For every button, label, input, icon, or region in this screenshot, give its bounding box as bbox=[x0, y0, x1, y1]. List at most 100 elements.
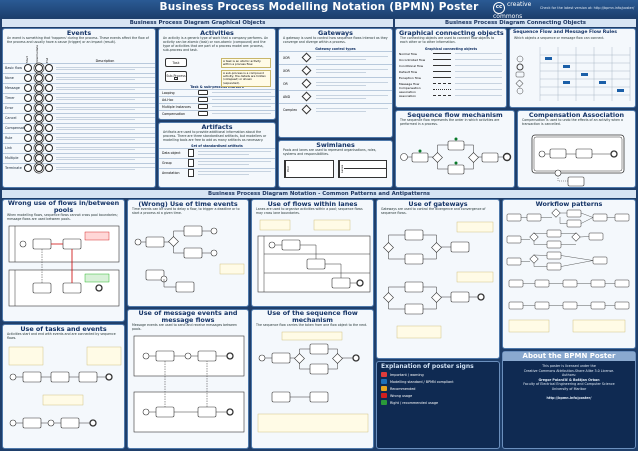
event-row: None bbox=[3, 72, 155, 83]
marker-label: Compensation bbox=[162, 111, 186, 116]
artifact-icon bbox=[188, 149, 194, 158]
pattern-gateways: Use of gateways Gateways are used to con… bbox=[376, 199, 500, 359]
wrong-pools-title: Wrong use of flows in/between pools bbox=[7, 199, 120, 214]
event-row: Timer bbox=[3, 92, 155, 103]
col-intermediate: Intermediate bbox=[35, 44, 39, 63]
about-line: This poster is licensed under the bbox=[542, 364, 596, 368]
compensation-title: Compensation Association bbox=[528, 111, 625, 119]
pattern-msg-events: Use of message events and message flows … bbox=[127, 309, 249, 449]
artifact-label: Group bbox=[162, 161, 172, 166]
header-bar bbox=[0, 0, 638, 18]
legend-item: Wrong usage bbox=[377, 392, 499, 399]
flow-rules-panel: Sequence Flow and Message Flow Rules Whi… bbox=[509, 28, 636, 108]
connecting-row: Uncontrolled flow bbox=[396, 57, 506, 63]
event-start-icon bbox=[24, 84, 33, 93]
event-end-icon bbox=[44, 114, 53, 123]
connecting-label: Compensation association bbox=[399, 85, 421, 94]
legend-panel: Explanation of poster signs Important / … bbox=[376, 361, 500, 449]
gateways-use-title: Use of gateways bbox=[408, 200, 468, 208]
event-row-name: Rule bbox=[5, 136, 13, 141]
event-end-icon bbox=[44, 134, 53, 143]
seq-use-desc: The sequence flow carries the token from… bbox=[256, 323, 368, 327]
event-end-icon bbox=[44, 154, 53, 163]
connector-line-icon bbox=[433, 59, 451, 61]
legend-item: Important / warning bbox=[377, 371, 499, 378]
subprocess-note: A sub-process is a compound activity; th… bbox=[221, 69, 271, 87]
event-row-name: Terminate bbox=[5, 166, 22, 171]
gateway-diamond-icon bbox=[301, 52, 312, 63]
about-link[interactable]: http://bpmn.info/poster/ bbox=[546, 395, 592, 400]
pattern-seq-use: Use of the sequence flow mechanism The s… bbox=[251, 309, 374, 449]
event-row: Error bbox=[3, 102, 155, 113]
connecting-label: Message flow bbox=[399, 81, 420, 86]
event-row: Multiple bbox=[3, 152, 155, 163]
event-row-desc-lines bbox=[54, 96, 155, 102]
tagline: Check for the latest version at: http://… bbox=[540, 6, 635, 10]
flow-rules-desc: Which objects a sequence or message flow… bbox=[514, 36, 605, 40]
wrong-pools-desc: When modelling flows, sequence flows can… bbox=[7, 213, 118, 221]
legend-swatch-icon bbox=[381, 386, 387, 391]
event-start-icon bbox=[24, 104, 33, 113]
connector-line-icon bbox=[433, 83, 451, 85]
event-row-desc-lines bbox=[54, 136, 155, 142]
event-start-icon bbox=[24, 154, 33, 163]
event-row-name: Compensation bbox=[5, 126, 30, 131]
legend-item: Modelling standard / BPMN compliant bbox=[377, 378, 499, 385]
marker-row: Ad-Hoc bbox=[159, 95, 275, 103]
connecting-row: Exception flow bbox=[396, 75, 506, 81]
about-line: Creative Commons Attribution-Share Alike… bbox=[523, 368, 615, 373]
legend-swatch-icon bbox=[381, 393, 387, 398]
seq-mechanism-panel: Sequence flow mechanism The sequence flo… bbox=[395, 110, 515, 188]
gateway-types-title: Gateway control types bbox=[315, 46, 356, 51]
gateway-diamond-icon bbox=[301, 65, 312, 76]
connector-line-icon bbox=[433, 53, 451, 55]
event-inter-icon bbox=[34, 74, 43, 83]
pattern-within-lanes: Use of flows within lanes Lanes are used… bbox=[251, 199, 374, 307]
within-lanes-title: Use of flows within lanes bbox=[267, 200, 358, 208]
flow-rules-title: Sequence Flow and Message Flow Rules bbox=[513, 30, 617, 35]
connecting-row: Message flow bbox=[396, 81, 506, 87]
wrong-time-title: (Wrong) Use of time events bbox=[138, 200, 238, 208]
lanes-shape: Lanes bbox=[337, 159, 387, 178]
marker-row: Compensation bbox=[159, 109, 275, 117]
event-end-icon bbox=[44, 64, 53, 73]
events-title: Events bbox=[66, 29, 92, 37]
event-start-icon bbox=[24, 164, 33, 173]
flow-rules-matrix bbox=[515, 46, 631, 101]
event-start-icon bbox=[24, 94, 33, 103]
event-inter-icon bbox=[34, 114, 43, 123]
connecting-desc: The connecting objects are used to conne… bbox=[400, 36, 495, 44]
event-inter-icon bbox=[34, 164, 43, 173]
connecting-label: Default flow bbox=[399, 69, 418, 74]
event-inter-icon bbox=[34, 154, 43, 163]
marker-label: Multiple Instances bbox=[162, 104, 191, 109]
poster-title: Business Process Modelling Notation (BPM… bbox=[159, 1, 479, 13]
event-inter-icon bbox=[34, 124, 43, 133]
connecting-label: Association bbox=[399, 93, 417, 98]
event-row-desc-lines bbox=[54, 76, 155, 82]
gateways-use-desc: Gateways are used to control the diverge… bbox=[381, 207, 486, 215]
wrong-pools-diagram bbox=[8, 225, 120, 307]
col-description: Description bbox=[95, 58, 115, 63]
connecting-label: Uncontrolled flow bbox=[399, 57, 426, 62]
col-end: End bbox=[45, 57, 49, 63]
tasks-events-diagram bbox=[8, 346, 122, 429]
about-panel: About the BPMN Poster This poster is lic… bbox=[502, 351, 636, 449]
artifact-row: Data object bbox=[159, 147, 275, 158]
seq-mechanism-diagram bbox=[400, 137, 512, 175]
legend-swatch-icon bbox=[381, 400, 387, 405]
workflow-title: Workflow patterns bbox=[535, 200, 603, 208]
event-row-desc-lines bbox=[54, 146, 155, 152]
event-row-name: Link bbox=[5, 146, 12, 151]
pattern-tasks-events: Use of tasks and events Activities start… bbox=[2, 324, 125, 449]
connecting-label: Exception flow bbox=[399, 75, 421, 80]
within-lanes-diagram bbox=[257, 219, 371, 293]
event-row-desc-lines bbox=[54, 106, 155, 112]
event-row: Basic flow bbox=[3, 62, 155, 73]
activities-title: Activities bbox=[200, 29, 234, 37]
activities-panel: Activities An activity is a generic type… bbox=[158, 28, 276, 120]
event-end-icon bbox=[44, 124, 53, 133]
